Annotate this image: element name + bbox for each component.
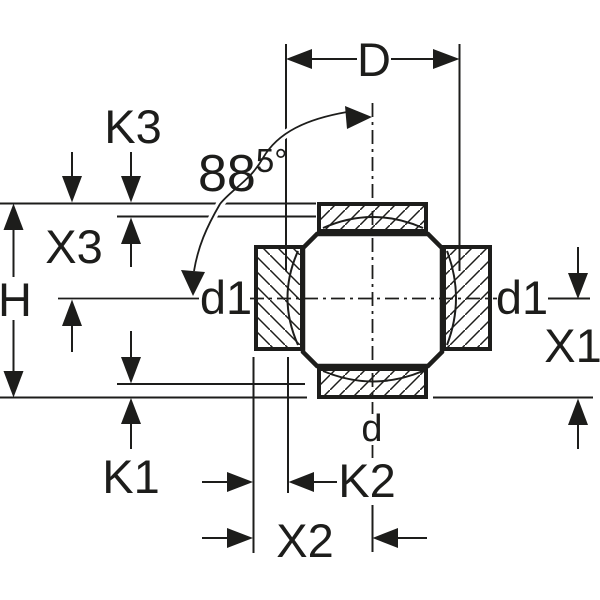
dimension-D: D (285, 33, 461, 271)
arrow-left-icon (286, 49, 312, 69)
arrow-down-icon (62, 176, 82, 203)
arrow-down-icon (121, 357, 141, 384)
arrow-up-icon (568, 398, 588, 425)
arrow-up-icon (121, 217, 141, 244)
reference-lines (0, 202, 593, 553)
arrow-right-icon (433, 49, 460, 69)
arrow-down-icon (121, 176, 141, 203)
label-D: D (357, 33, 391, 86)
socket-bottom (317, 367, 428, 399)
label-K1: K1 (102, 450, 160, 503)
fitting-outline (254, 202, 492, 399)
label-d: d (361, 408, 382, 450)
arrow-right-icon (227, 472, 253, 492)
label-K3: K3 (104, 100, 162, 153)
label-X2: X2 (276, 514, 334, 567)
arrow-right-icon (227, 528, 253, 548)
label-angle: 885° (198, 142, 287, 203)
label-H: H (0, 273, 32, 326)
arrow-up-icon (62, 299, 82, 326)
socket-top-arc (322, 216, 424, 229)
socket-left-arc (286, 250, 299, 346)
arrow-down-icon (568, 273, 588, 299)
arrow-right-icon (345, 106, 372, 129)
dimension-K1: K1 (102, 331, 160, 503)
dimension-K2: K2 (202, 454, 396, 507)
label-K2: K2 (338, 454, 396, 507)
dimension-X1: X1 (544, 247, 600, 449)
centerlines (58, 103, 590, 458)
socket-left (254, 245, 304, 351)
label-d1-left: d1 (200, 271, 252, 324)
arrow-up-icon (3, 203, 24, 230)
dimension-X2: X2 (202, 514, 427, 567)
label-d1-right: d1 (496, 271, 548, 324)
arrow-down-icon (3, 371, 24, 398)
angle-annotation: 885° (181, 106, 372, 296)
dimension-K3: K3 (104, 100, 162, 267)
arrow-up-icon (121, 398, 141, 424)
label-X1: X1 (544, 319, 600, 372)
socket-right-arc (446, 250, 457, 346)
arrow-left-icon (288, 472, 314, 492)
socket-bottom-arc (322, 370, 424, 383)
dimension-H: H (0, 203, 32, 398)
arrow-down-icon (181, 270, 205, 296)
socket-right (442, 245, 492, 351)
arrow-left-icon (372, 528, 398, 548)
dimension-X3: X3 (45, 152, 103, 352)
label-X3: X3 (45, 220, 103, 273)
angle-arc (193, 111, 348, 272)
socket-top (317, 202, 428, 233)
